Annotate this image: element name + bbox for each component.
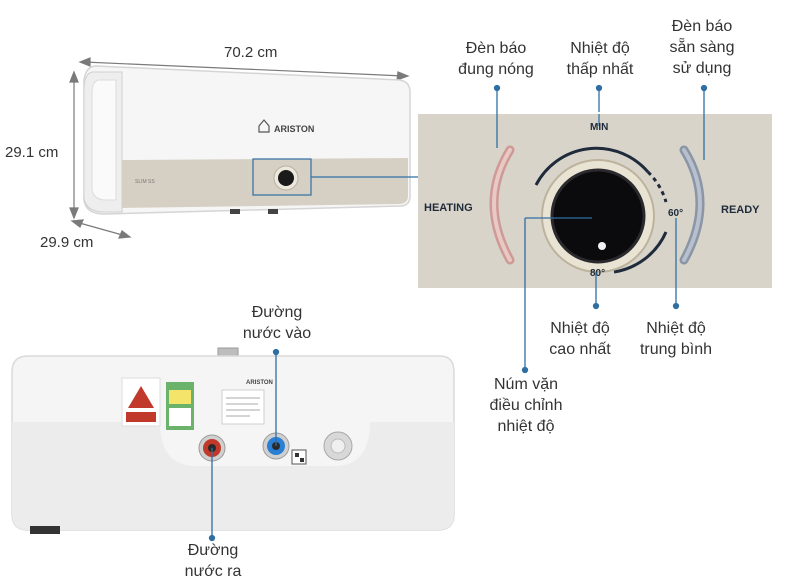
front-view-illustration: ARISTON SLIM SS	[69, 57, 420, 239]
front-model-text: SLIM SS	[135, 179, 155, 185]
mid-temp-label: 60°	[668, 208, 683, 219]
min-label: MIN	[590, 122, 608, 133]
max-temp-label: 80°	[590, 268, 605, 279]
width-dimension: 70.2 cm	[224, 44, 278, 61]
front-brand-text: ARISTON	[274, 124, 314, 134]
depth-dimension: 29.9 cm	[40, 234, 94, 251]
bottom-brand-text: ARISTON	[246, 380, 273, 386]
temperature-scale-arc	[534, 146, 650, 186]
water-inlet-pipe	[262, 432, 290, 460]
front-brand-logo	[258, 119, 270, 133]
ready-label: READY	[721, 204, 760, 216]
water-outlet-pipe	[198, 434, 226, 462]
dimension-lines	[69, 57, 410, 239]
heating-label: HEATING	[424, 202, 473, 214]
bottom-view-illustration: ARISTON	[11, 347, 455, 534]
temperature-knob	[552, 170, 644, 262]
control-panel-closeup: MIN 60° 80° HEATING READY	[418, 114, 772, 288]
height-dimension: 29.1 cm	[5, 144, 59, 161]
knob-indicator-dot	[598, 242, 606, 250]
